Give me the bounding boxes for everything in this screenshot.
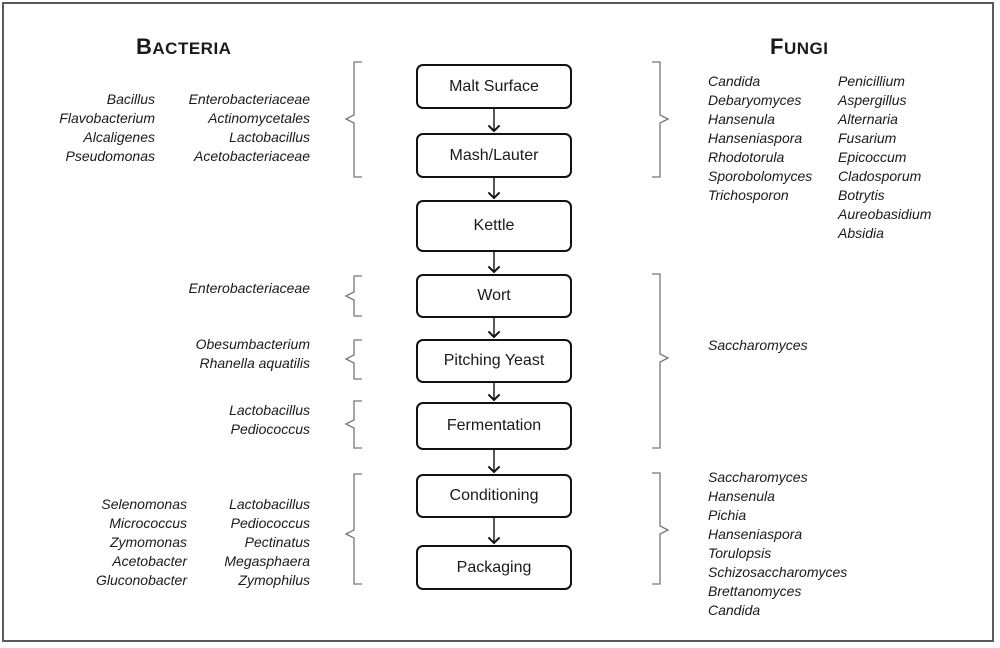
step-label: Fermentation	[446, 417, 542, 434]
fungus-name: Saccharomyces	[708, 337, 808, 353]
step-kettle: Kettle	[416, 200, 572, 252]
step-label: Packaging	[456, 558, 532, 576]
bracket-right-1	[652, 61, 670, 178]
step-malt-surface: Malt Surface	[416, 64, 572, 109]
bacteria-name: Alcaligenes	[83, 129, 155, 145]
fungi-heading-initial: F	[770, 34, 784, 59]
bracket-left-2	[344, 275, 362, 317]
bacteria-name: Zymophilus	[238, 572, 310, 588]
fungus-name: Saccharomyces	[708, 469, 808, 485]
bacteria-heading-rest: ACTERIA	[152, 39, 232, 58]
fungus-name: Botrytis	[838, 187, 885, 203]
fungus-name: Aspergillus	[838, 92, 907, 108]
bacteria-heading-initial: B	[136, 34, 153, 59]
fungi-heading: FUNGI	[770, 34, 828, 60]
bacteria-name: Pediococcus	[230, 421, 310, 437]
bacteria-name: Acetobacteriaceae	[194, 148, 310, 164]
fungus-name: Fusarium	[838, 130, 897, 146]
fungus-name: Torulopsis	[708, 545, 772, 561]
bracket-right-2	[652, 273, 670, 449]
fungus-name: Cladosporum	[838, 168, 922, 184]
step-wort: Wort	[416, 274, 572, 318]
step-packaging: Packaging	[416, 545, 572, 590]
fungus-name: Candida	[708, 602, 761, 618]
step-mash-lauter: Mash/Lauter	[416, 133, 572, 178]
bacteria-name: Pediococcus	[230, 515, 310, 531]
fungus-name: Hansenula	[708, 111, 775, 127]
fungi-heading-rest: UNGI	[783, 39, 829, 58]
bacteria-name: Lactobacillus	[229, 496, 310, 512]
bacteria-name: Obesumbacterium	[195, 336, 310, 352]
fungi-group-2-col1: Saccharomyces	[708, 336, 808, 355]
bacteria-name: Acetobacter	[112, 553, 187, 569]
fungus-name: Hanseniaspora	[708, 130, 803, 146]
bacteria-name: Flavobacterium	[59, 110, 155, 126]
fungus-name: Alternaria	[838, 111, 898, 127]
fungus-name: Absidia	[838, 225, 884, 241]
bacteria-name: Bacillus	[106, 91, 155, 107]
fungus-name: Hansenula	[708, 488, 775, 504]
fungus-name: Penicillium	[838, 73, 905, 89]
fungus-name: Brettanomyces	[708, 583, 802, 599]
bracket-left-1	[344, 61, 362, 178]
step-pitching-yeast: Pitching Yeast	[416, 339, 572, 383]
bacteria-name: Lactobacillus	[229, 129, 310, 145]
bacteria-name: Selenomonas	[101, 496, 187, 512]
fungus-name: Candida	[708, 73, 761, 89]
fungus-name: Rhodotorula	[708, 149, 785, 165]
step-label: Conditioning	[449, 487, 539, 504]
bacteria-heading: BACTERIA	[136, 34, 231, 60]
fungus-name: Aureobasidium	[838, 206, 932, 222]
step-label: Wort	[477, 287, 511, 304]
fungus-name: Debaryomyces	[708, 92, 802, 108]
fungus-name: Hanseniaspora	[708, 526, 803, 542]
bracket-left-5	[344, 473, 362, 585]
bacteria-name: Pectinatus	[244, 534, 310, 550]
bacteria-name: Lactobacillus	[229, 402, 310, 418]
fungus-name: Epicoccum	[838, 149, 907, 165]
step-label: Malt Surface	[449, 77, 539, 95]
fungus-name: Trichosporon	[708, 187, 789, 203]
bacteria-name: Pseudomonas	[65, 148, 155, 164]
fungus-name: Sporobolomyces	[708, 168, 813, 184]
bacteria-name: Zymomonas	[109, 534, 187, 550]
bacteria-name: Actinomycetales	[208, 110, 310, 126]
step-conditioning: Conditioning	[416, 474, 572, 518]
fungus-name: Pichia	[708, 507, 747, 523]
bracket-left-4	[344, 400, 362, 449]
bacteria-name: Rhanella aquatilis	[199, 355, 310, 371]
bracket-left-3	[344, 339, 362, 380]
bracket-right-3	[652, 472, 670, 585]
fungus-name: Schizosaccharomyces	[708, 564, 848, 580]
bacteria-name: Micrococcus	[109, 515, 187, 531]
figure-frame	[2, 2, 994, 642]
bacteria-name: Enterobacteriaceae	[188, 280, 310, 296]
bacteria-name: Gluconobacter	[95, 572, 187, 588]
step-label: Mash/Lauter	[449, 146, 539, 164]
bacteria-name: Enterobacteriaceae	[188, 91, 310, 107]
step-label: Kettle	[473, 217, 515, 234]
step-label: Pitching Yeast	[443, 352, 545, 369]
bacteria-group-2-right: Enterobacteriaceae	[189, 279, 310, 298]
bacteria-name: Megasphaera	[224, 553, 310, 569]
step-fermentation: Fermentation	[416, 402, 572, 450]
